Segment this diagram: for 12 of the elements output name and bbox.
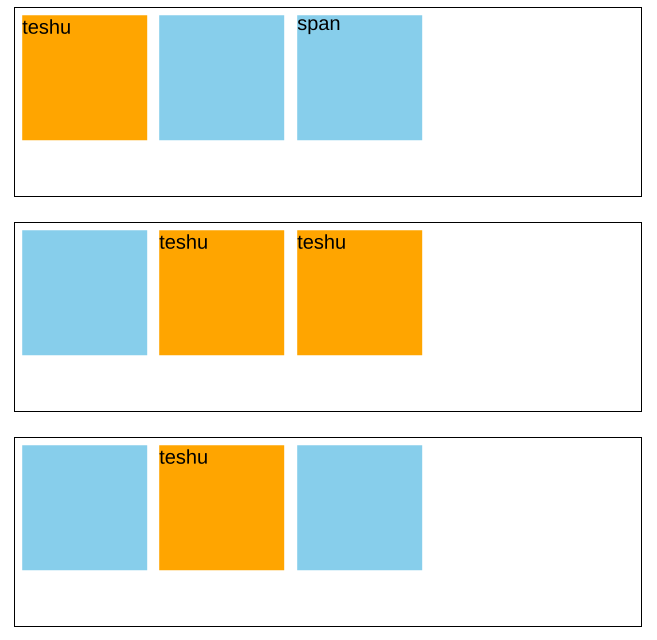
square-block: span	[297, 15, 422, 140]
square-block: teshu	[22, 15, 148, 140]
square-block	[159, 15, 284, 140]
square-block: teshu	[159, 445, 284, 570]
square-block	[22, 445, 148, 570]
square-block: teshu	[159, 230, 284, 356]
container-frame	[14, 7, 642, 197]
square-block: teshu	[297, 230, 422, 356]
square-block	[297, 445, 422, 570]
square-block	[22, 230, 148, 356]
container-frame	[14, 222, 642, 412]
container-frame	[14, 437, 642, 627]
